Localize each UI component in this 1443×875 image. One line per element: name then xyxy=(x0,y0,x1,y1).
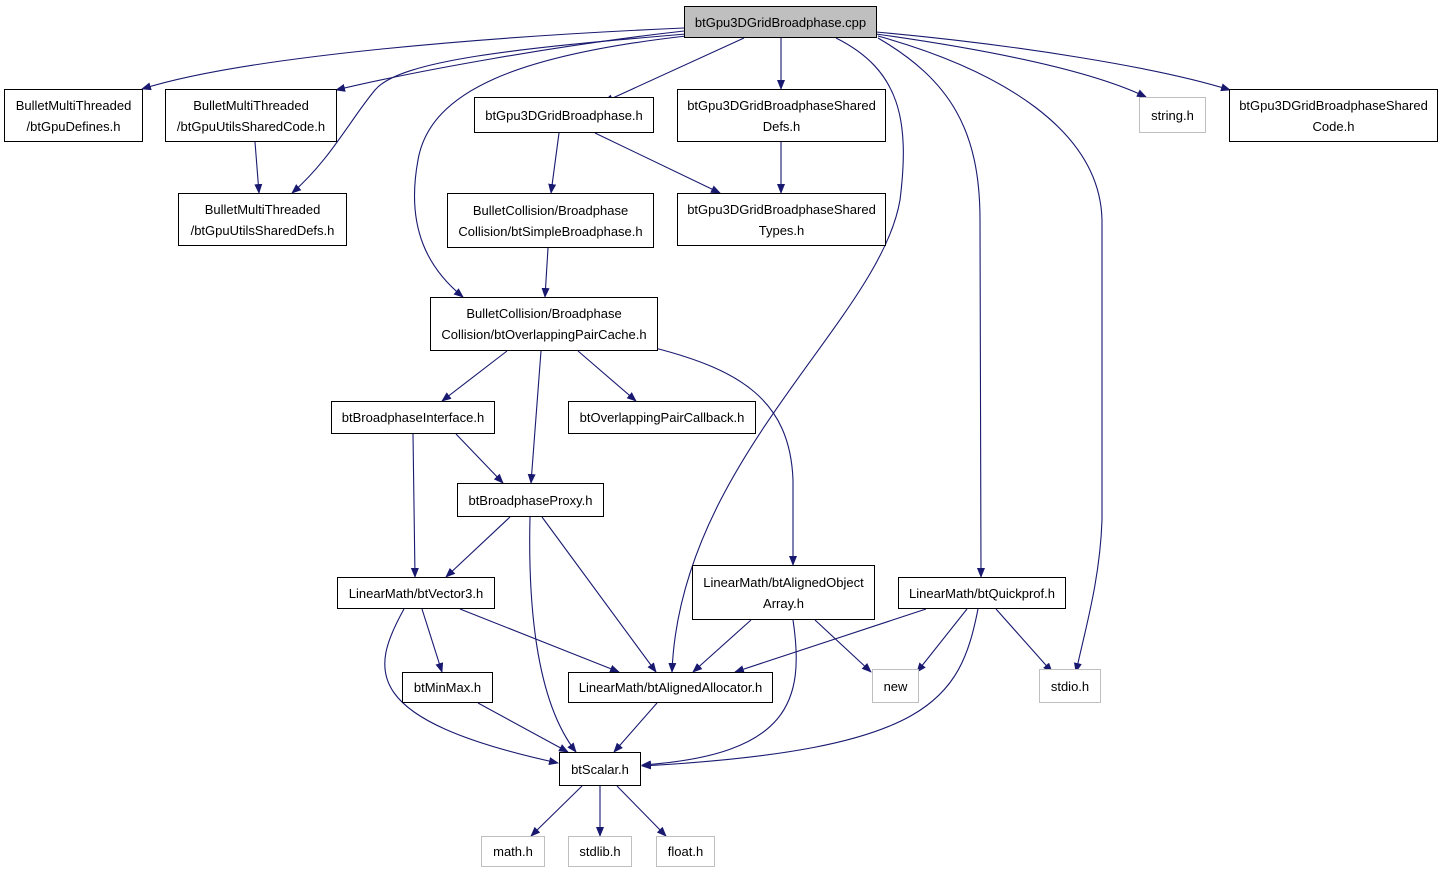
node-btgpudefines-h[interactable]: BulletMultiThreaded /btGpuDefines.h xyxy=(4,89,143,142)
node-label: Collision/btSimpleBroadphase.h xyxy=(458,223,643,239)
edge-root-quickprof xyxy=(877,37,985,578)
node-label: LinearMath/btAlignedAllocator.h xyxy=(578,680,763,695)
node-btalignedobjectarray-h[interactable]: LinearMath/btAlignedObject Array.h xyxy=(692,565,875,620)
edge-root-bmt_utils_code xyxy=(335,30,685,92)
node-label: btMinMax.h xyxy=(413,680,482,695)
edge-vector3-minmax xyxy=(421,608,444,673)
edge-overlap_cache-aligned_array xyxy=(654,347,797,566)
node-stdio-h: stdio.h xyxy=(1039,669,1101,703)
edge-simple_bp-overlap_cache xyxy=(541,247,550,298)
edge-quickprof-stdio_h xyxy=(995,608,1053,673)
node-btoverlappingpaircallback-h[interactable]: btOverlappingPairCallback.h xyxy=(568,401,756,434)
node-label: stdlib.h xyxy=(579,844,621,859)
node-label: BulletCollision/Broadphase xyxy=(466,306,622,321)
node-label: /btGpuDefines.h xyxy=(26,118,121,134)
node-math-h: math.h xyxy=(481,836,545,867)
node-label: btOverlappingPairCallback.h xyxy=(579,410,745,425)
node-label: LinearMath/btQuickprof.h xyxy=(909,585,1055,601)
edge-quickprof-scalar xyxy=(641,608,979,770)
edge-root-bmt_utils_defs xyxy=(291,33,687,194)
edge-overlap_cache-bp_interface xyxy=(441,350,508,402)
node-btgpu3dgridbroadphase-h[interactable]: btGpu3DGridBroadphase.h xyxy=(474,97,654,133)
node-label: stdio.h xyxy=(1050,678,1090,694)
node-btsimplebroadphase-h[interactable]: BulletCollision/Broadphase Collision/btS… xyxy=(447,193,654,248)
edge-root-string_h xyxy=(875,33,1147,98)
edge-root-aligned_alloc xyxy=(668,37,904,673)
node-btgpu3dgridbroadphasesharedtypes-h[interactable]: btGpu3DGridBroadphaseShared Types.h xyxy=(677,193,886,246)
node-label: /btGpuUtilsSharedDefs.h xyxy=(190,222,335,238)
node-float-h: float.h xyxy=(656,836,715,867)
edge-quickprof-new_h xyxy=(916,608,968,673)
node-label: btBroadphaseProxy.h xyxy=(468,492,593,508)
edge-aligned_array-new_h xyxy=(814,619,872,673)
node-btgpuutilsshareddefs-h[interactable]: BulletMultiThreaded /btGpuUtilsSharedDef… xyxy=(178,193,347,246)
node-btscalar-h[interactable]: btScalar.h xyxy=(559,752,641,786)
node-label: LinearMath/btAlignedObject xyxy=(703,574,864,590)
node-string-h: string.h xyxy=(1139,97,1206,133)
node-new: new xyxy=(872,669,919,703)
node-btvector3-h[interactable]: LinearMath/btVector3.h xyxy=(337,577,495,609)
edge-overlap_cache-bp_proxy xyxy=(527,350,542,484)
edge-vector3-aligned_alloc xyxy=(459,608,620,673)
node-label: string.h xyxy=(1151,107,1194,123)
edge-bmt_utils_code-bmt_utils_defs xyxy=(254,141,263,194)
node-btoverlappingpaircache-h[interactable]: BulletCollision/Broadphase Collision/btO… xyxy=(430,297,658,351)
node-btbroadphaseinterface-h[interactable]: btBroadphaseInterface.h xyxy=(331,401,495,434)
edge-bp_proxy-scalar xyxy=(529,516,577,753)
edge-aligned_alloc-scalar xyxy=(613,702,658,753)
edge-root-overlap_cache xyxy=(414,35,687,298)
node-label: Code.h xyxy=(1312,118,1355,134)
edge-quickprof-aligned_alloc xyxy=(734,608,927,673)
edge-grid_h-simple_bp xyxy=(548,132,560,194)
node-btgpu3dgridbroadphase-cpp[interactable]: btGpu3DGridBroadphase.cpp xyxy=(684,6,877,38)
node-label: Types.h xyxy=(758,222,805,238)
node-label: btGpu3DGridBroadphase.cpp xyxy=(694,14,867,30)
node-label: btScalar.h xyxy=(571,761,629,777)
node-label: /btGpuUtilsSharedCode.h xyxy=(176,118,326,134)
edge-root-grid_h xyxy=(603,37,745,103)
edge-bp_interface-bp_proxy xyxy=(455,433,504,484)
edge-overlap_cache-overlap_callback xyxy=(577,350,637,402)
edge-root-stdio_h xyxy=(877,35,1103,673)
edge-minmax-scalar xyxy=(477,702,569,753)
node-label: Defs.h xyxy=(762,118,801,134)
node-btminmax-h[interactable]: btMinMax.h xyxy=(402,672,493,703)
node-label: btGpu3DGridBroadphaseShared xyxy=(1239,97,1428,113)
node-label: BulletMultiThreaded xyxy=(193,97,309,113)
edge-bp_proxy-aligned_alloc xyxy=(541,516,657,673)
node-btgpu3dgridbroadphasesharedcode-h[interactable]: btGpu3DGridBroadphaseShared Code.h xyxy=(1229,89,1438,142)
node-label: new xyxy=(883,678,908,694)
node-label: Array.h xyxy=(763,595,804,611)
edge-aligned_array-aligned_alloc xyxy=(692,619,752,673)
edge-vector3-scalar xyxy=(384,608,559,765)
node-btbroadphaseproxy-h[interactable]: btBroadphaseProxy.h xyxy=(457,483,604,517)
edge-bp_interface-vector3 xyxy=(410,433,419,578)
node-stdlib-h: stdlib.h xyxy=(568,836,632,867)
node-label: float.h xyxy=(667,844,704,859)
node-btquickprof-h[interactable]: LinearMath/btQuickprof.h xyxy=(898,577,1066,609)
node-label: Collision/btOverlappingPairCache.h xyxy=(441,327,647,342)
edge-root-bmt_defines xyxy=(141,27,685,91)
node-label: btGpu3DGridBroadphase.h xyxy=(485,107,643,123)
node-btgpuutilssharedcode-h[interactable]: BulletMultiThreaded /btGpuUtilsSharedCod… xyxy=(165,89,337,142)
node-btalignedallocator-h[interactable]: LinearMath/btAlignedAllocator.h xyxy=(568,672,773,703)
edge-bp_proxy-vector3 xyxy=(445,516,511,578)
node-label: BulletMultiThreaded xyxy=(204,201,321,217)
node-label: btBroadphaseInterface.h xyxy=(341,410,485,425)
edge-root-shared_code xyxy=(875,31,1231,92)
edge-scalar-float_h xyxy=(616,785,667,837)
node-label: BulletCollision/Broadphase xyxy=(472,202,629,218)
node-label: btGpu3DGridBroadphaseShared xyxy=(687,201,876,217)
node-label: BulletMultiThreaded xyxy=(15,97,132,113)
node-label: btGpu3DGridBroadphaseShared xyxy=(687,97,876,113)
edge-scalar-math_h xyxy=(530,785,583,837)
node-label: math.h xyxy=(493,844,533,859)
edge-grid_h-shared_types xyxy=(594,132,721,194)
edge-aligned_array-scalar xyxy=(641,619,797,769)
node-btgpu3dgridbroadphaseshareddefs-h[interactable]: btGpu3DGridBroadphaseShared Defs.h xyxy=(677,89,886,142)
node-label: LinearMath/btVector3.h xyxy=(348,585,484,601)
